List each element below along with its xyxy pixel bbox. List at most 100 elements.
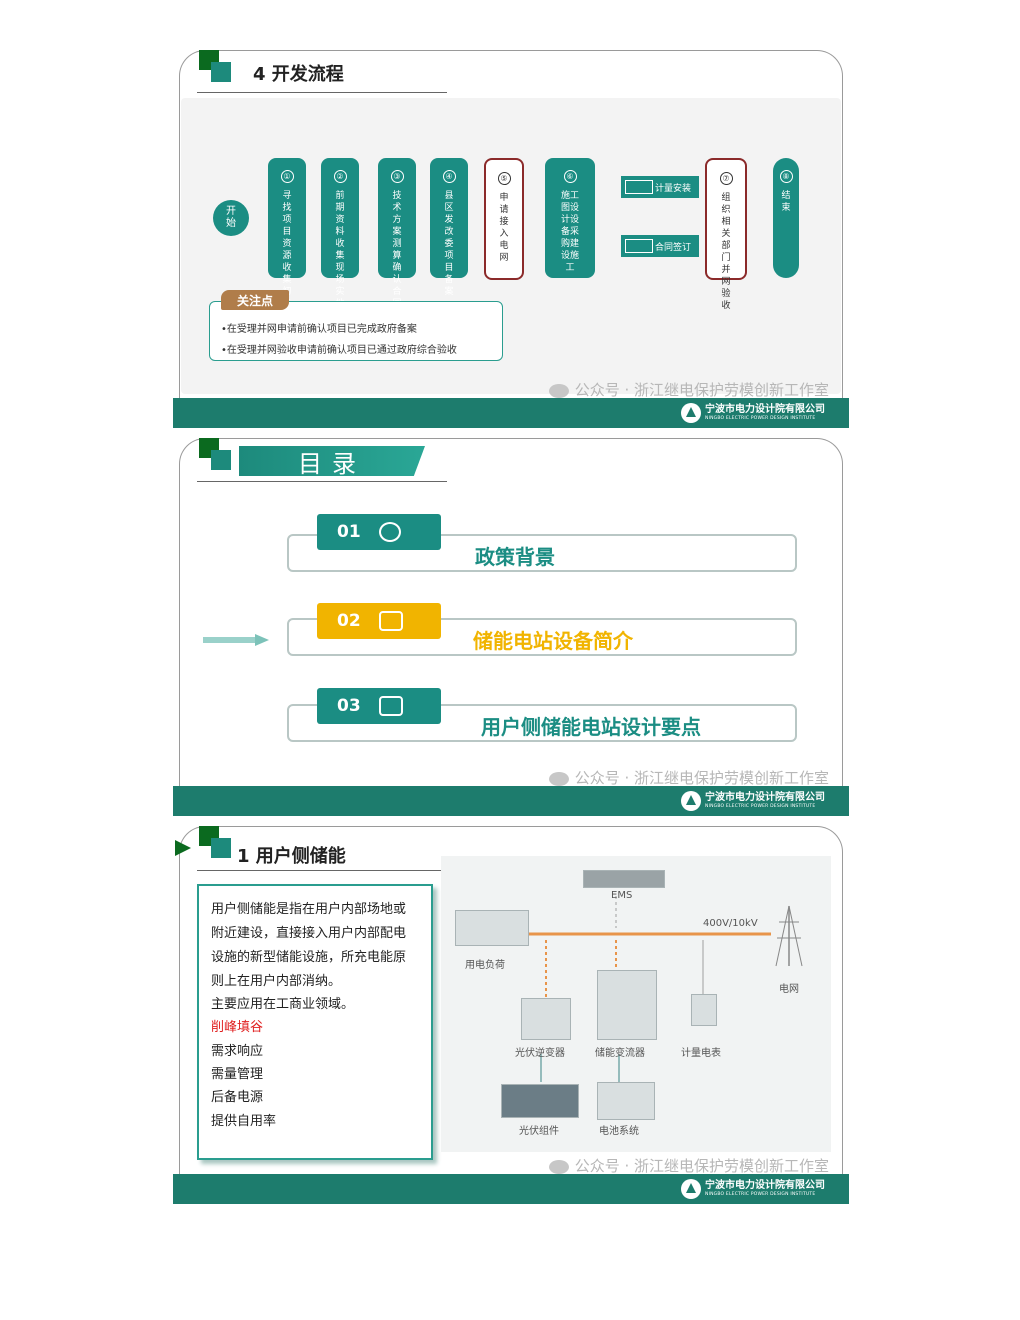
step-4: ④ 县区发改委项目备案 [430, 158, 468, 297]
application-item: 需求响应 [211, 1044, 264, 1059]
step-2: ② 前期资料收集现场实地踏勘 [321, 158, 359, 333]
logo-cn: 宁波市电力设计院有限公司 [705, 1179, 825, 1191]
step-text: 施工图设计设备采购建设施工 [560, 191, 579, 273]
ems-label: EMS [611, 890, 633, 901]
step-number: ③ [390, 170, 404, 183]
definition-box [197, 884, 433, 1160]
system-diagram: EMS 用电负荷 400V/10kV 电网 光伏逆变器 储能变流器 计量电表 光… [441, 856, 831, 1152]
pv-module-label: 光伏组件 [519, 1126, 559, 1137]
metering-install: 计量安装 [621, 176, 699, 198]
title-underline [197, 870, 441, 871]
title-underline [197, 481, 447, 482]
title-square-teal [211, 62, 231, 82]
notes-tag: 关注点 [221, 290, 289, 310]
note-item: •在受理并网验收申请前确认项目已通过政府综合验收 [221, 345, 457, 356]
arrow-icon [203, 634, 269, 646]
toc-title: 目录 [239, 446, 425, 476]
wechat-icon [548, 383, 569, 398]
wechat-icon [548, 771, 569, 786]
step-text: 申请接入电网 [499, 193, 509, 263]
slide-user-side-storage: 1 用户侧储能 用户侧储能是指在用户内部场地或 附近建设，直接接入用户内部配电 … [173, 826, 849, 1204]
logo-cn: 宁波市电力设计院有限公司 [705, 403, 825, 415]
pv-inverter-icon [521, 998, 571, 1040]
step-number: ⑥ [563, 170, 577, 183]
watermark: 公众号 · 浙江继电保护劳模创新工作室 [548, 1155, 829, 1176]
logo-en: NINGBO ELECTRIC POWER DESIGN INSTITUTE [705, 415, 816, 421]
logo-en: NINGBO ELECTRIC POWER DESIGN INSTITUTE [705, 1191, 816, 1197]
toc-text-3[interactable]: 用户侧储能电站设计要点 [481, 715, 701, 739]
start-node: 开始 [213, 200, 249, 236]
meter-label: 计量电表 [681, 1048, 721, 1059]
logo-icon [681, 403, 701, 423]
battery-icon [597, 1082, 655, 1120]
calendar-icon [378, 696, 403, 716]
company-logo: 宁波市电力设计院有限公司 NINGBO ELECTRIC POWER DESIG… [681, 400, 841, 426]
slide-frame [179, 50, 843, 400]
definition-line: 主要应用在工商业领域。 [211, 997, 355, 1012]
footer-bar: 宁波市电力设计院有限公司 NINGBO ELECTRIC POWER DESIG… [173, 1174, 849, 1204]
step-number: ① [280, 170, 294, 183]
footer-bar: 宁波市电力设计院有限公司 NINGBO ELECTRIC POWER DESIG… [173, 786, 849, 816]
step-number: ② [333, 170, 347, 183]
step-6: ⑥ 施工图设计设备采购建设施工 [545, 158, 595, 278]
wechat-icon [548, 1159, 569, 1174]
mini-box-icon [625, 180, 653, 194]
application-item: 需量管理 [211, 1067, 264, 1082]
step-5: ⑤ 申请接入电网 [484, 158, 524, 280]
step-1: ① 寻找项目资源收集初步沟通 [268, 158, 306, 333]
voltage-label: 400V/10kV [703, 918, 758, 929]
footer-bar: 宁波市电力设计院有限公司 NINGBO ELECTRIC POWER DESIG… [173, 398, 849, 428]
contract-sign: 合同签订 [621, 235, 699, 257]
toc-text-2[interactable]: 储能电站设备简介 [473, 629, 633, 653]
pointer-triangle-icon [175, 840, 191, 856]
step-number: ⑧ [779, 170, 793, 183]
step-3: ③ 技术方案测算确认合同模式 [378, 158, 416, 333]
definition-line: 则上在用户内部消纳。 [211, 974, 342, 989]
load-label: 用电负荷 [465, 960, 505, 971]
application-highlight: 削峰填谷 [211, 1020, 264, 1035]
slide-development-process: 4 开发流程 开始 ① 寻找项目资源收集初步沟通 ② 前期资料收集现场实地踏勘 … [173, 50, 849, 428]
definition-line: 附近建设，直接接入用户内部配电 [211, 926, 407, 941]
company-logo: 宁波市电力设计院有限公司 NINGBO ELECTRIC POWER DESIG… [681, 1176, 841, 1202]
logo-icon [681, 1179, 701, 1199]
logo-cn: 宁波市电力设计院有限公司 [705, 791, 825, 803]
pv-inverter-label: 光伏逆变器 [515, 1048, 565, 1059]
slide-title: 1 用户侧储能 [237, 846, 346, 867]
toc-text-1[interactable]: 政策背景 [475, 545, 555, 569]
company-logo: 宁波市电力设计院有限公司 NINGBO ELECTRIC POWER DESIG… [681, 788, 841, 814]
logo-icon [681, 791, 701, 811]
end-node: ⑧ 结束 [773, 158, 799, 278]
step-7: ⑦ 组织相关部门并网验收 [705, 158, 747, 311]
ems-server-icon [583, 870, 665, 888]
application-item: 提供自用率 [211, 1114, 277, 1129]
watermark: 公众号 · 浙江继电保护劳模创新工作室 [548, 767, 829, 788]
globe-icon [378, 522, 401, 542]
title-square-teal [211, 450, 231, 470]
toc-tab-1[interactable]: 01 [317, 514, 441, 550]
mini-box-icon [625, 239, 653, 253]
meter-icon [691, 994, 717, 1026]
watermark: 公众号 · 浙江继电保护劳模创新工作室 [548, 379, 829, 400]
step-text: 结束 [781, 191, 791, 213]
slide-frame [179, 438, 843, 788]
step-number: ④ [442, 170, 456, 183]
slide-title: 4 开发流程 [253, 64, 344, 85]
step-number: ⑤ [497, 172, 511, 185]
definition-line: 设施的新型储能设施，所充电能原 [211, 950, 407, 965]
step-text: 县区发改委项目备案 [444, 191, 454, 297]
factory-icon [455, 910, 529, 946]
monitor-icon [378, 611, 403, 631]
slide-frame [179, 826, 843, 1176]
note-item: •在受理并网申请前确认项目已完成政府备案 [221, 324, 417, 335]
toc-tab-2[interactable]: 02 [317, 603, 441, 639]
toc-tab-3[interactable]: 03 [317, 688, 441, 724]
pv-module-icon [501, 1084, 579, 1118]
step-number: ⑦ [719, 172, 733, 185]
logo-en: NINGBO ELECTRIC POWER DESIGN INSTITUTE [705, 803, 816, 809]
title-underline [197, 92, 447, 93]
pcs-cabinet-icon [597, 970, 657, 1040]
pcs-label: 储能变流器 [595, 1048, 645, 1059]
application-item: 后备电源 [211, 1090, 264, 1105]
step-text: 组织相关部门并网验收 [721, 193, 731, 311]
battery-label: 电池系统 [599, 1126, 639, 1137]
